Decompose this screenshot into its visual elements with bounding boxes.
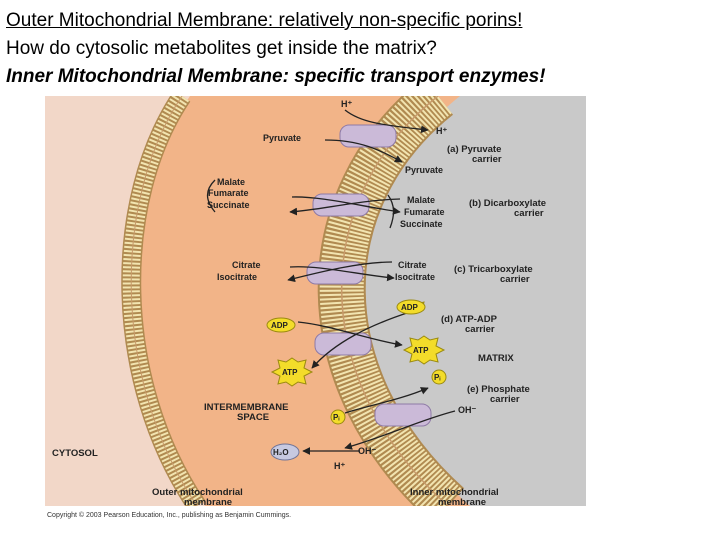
label-outer-membrane-1: Outer mitochondrial (152, 487, 243, 498)
label-h-plus-bottom: H⁺ (334, 461, 345, 471)
adp-badge-matrix-oval (396, 299, 426, 315)
label-fumarate-ims: Fumarate (208, 188, 249, 198)
pi-badge-matrix (431, 369, 447, 385)
brace-dicarboxylate-left (206, 179, 216, 213)
label-h-plus-top: H⁺ (341, 99, 352, 109)
arrow-pyruvate (324, 139, 403, 163)
label-atp-matrix: ATP (413, 346, 429, 355)
water-badge (270, 443, 300, 461)
arrow-atp-out (311, 311, 411, 369)
label-matrix: MATRIX (478, 353, 514, 364)
label-cytosol: CYTOSOL (52, 448, 98, 459)
label-isocitrate-ims: Isocitrate (217, 272, 257, 282)
label-inner-membrane-1: Inner mitochondrial (410, 487, 499, 498)
label-malate-ims: Malate (217, 177, 245, 187)
label-water: H₂O (273, 448, 289, 457)
arrow-h-plus-a (344, 109, 429, 134)
label-h-plus-matrix: H⁺ (436, 126, 447, 136)
label-pyruvate-matrix: Pyruvate (405, 165, 443, 175)
header-line-outer-membrane: Outer Mitochondrial Membrane: relatively… (6, 10, 523, 31)
label-adp-matrix: ADP (401, 303, 419, 312)
label-citrate-matrix: Citrate (398, 260, 427, 270)
label-carrier-c-1: (c) Tricarboxylate (454, 264, 533, 275)
label-carrier-e-2: carrier (490, 394, 520, 405)
label-carrier-d-1: (d) ATP-ADP (441, 314, 498, 325)
brace-dicarboxylate-right (387, 194, 395, 229)
label-fumarate-matrix: Fumarate (404, 207, 445, 217)
label-oh-ims: OH⁻ (358, 446, 377, 456)
label-pyruvate-ims: Pyruvate (263, 133, 301, 143)
label-pi-matrix: Pᵢ (434, 373, 440, 382)
pi-badge-ims (330, 409, 346, 425)
label-pi-ims: Pᵢ (333, 413, 339, 422)
arrow-tricarboxylate-out (287, 261, 393, 283)
arrow-dicarboxylate-out (289, 198, 401, 216)
label-carrier-b-2: carrier (514, 208, 544, 219)
atp-burst-ims (270, 357, 314, 387)
arrow-dicarboxylate-in (291, 196, 401, 215)
label-succinate-ims: Succinate (207, 200, 250, 210)
label-intermembrane: INTERMEMBRANE (204, 402, 288, 413)
label-carrier-d-2: carrier (465, 324, 495, 335)
atp-adp-carrier-protein (314, 332, 372, 356)
label-intermembrane-space: SPACE (237, 412, 269, 423)
outer-membrane-midline (130, 96, 198, 506)
label-atp-ims: ATP (282, 368, 298, 377)
label-carrier-a-1: (a) Pyruvate (447, 144, 501, 155)
label-oh-matrix: OH⁻ (458, 405, 477, 415)
arrow-oh-out (344, 410, 456, 450)
label-citrate-ims: Citrate (232, 260, 261, 270)
copyright-notice: Copyright © 2003 Pearson Education, Inc.… (47, 511, 291, 519)
label-inner-membrane-2: membrane (438, 497, 486, 508)
label-carrier-c-2: carrier (500, 274, 530, 285)
label-carrier-b-1: (b) Dicarboxylate (469, 198, 546, 209)
pyruvate-carrier-protein (339, 124, 397, 148)
label-carrier-a-2: carrier (472, 154, 502, 165)
label-carrier-e-1: (e) Phosphate (467, 384, 530, 395)
label-succinate-matrix: Succinate (400, 219, 443, 229)
header-line-question: How do cytosolic metabolites get inside … (6, 38, 437, 59)
label-outer-membrane-2: membrane (184, 497, 232, 508)
label-adp-ims: ADP (271, 321, 289, 330)
phosphate-carrier-protein (374, 403, 432, 427)
arrow-adp-in (297, 321, 403, 348)
adp-badge-ims (266, 317, 296, 333)
label-isocitrate-matrix: Isocitrate (395, 272, 435, 282)
label-malate-matrix: Malate (407, 195, 435, 205)
arrow-phosphate-in (344, 387, 429, 414)
atp-burst-matrix (402, 335, 446, 365)
header-line-inner-membrane: Inner Mitochondrial Membrane: specific t… (6, 66, 546, 87)
arrow-tricarboxylate-in (289, 266, 395, 282)
